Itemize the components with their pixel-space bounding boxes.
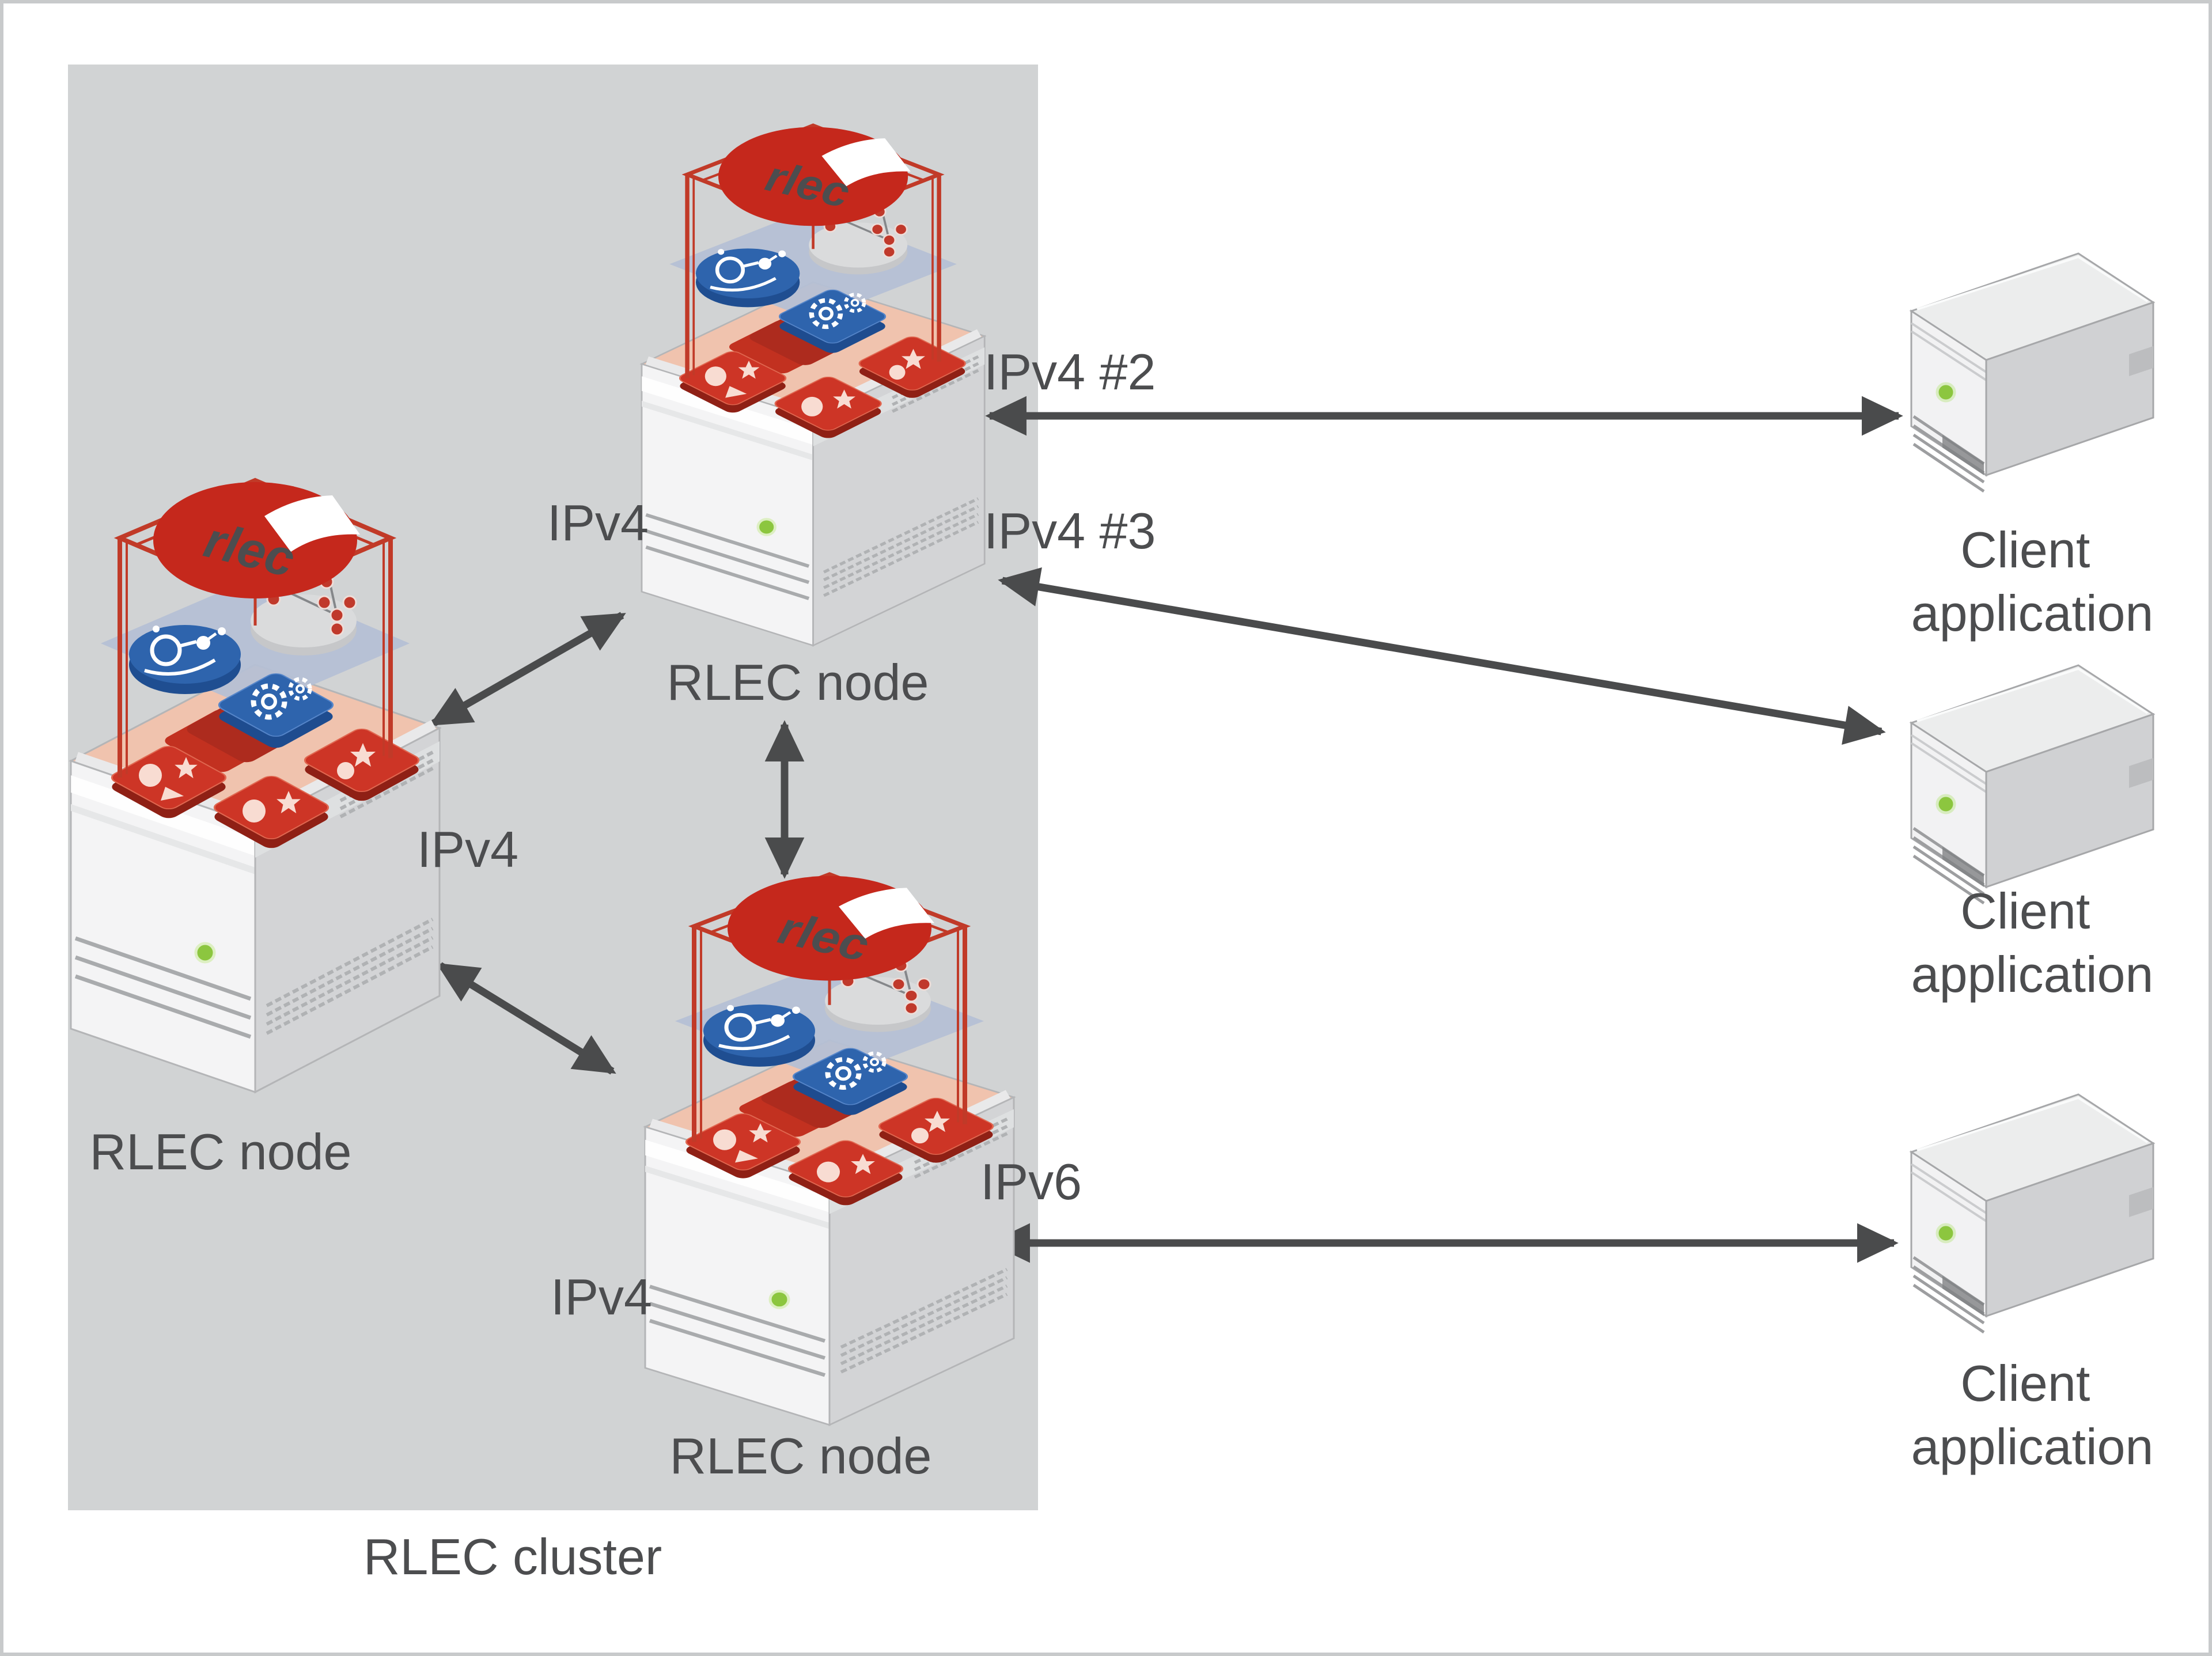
rlec-node-bottom-label: RLEC node [670,1427,932,1484]
client-bottom-label-line1: Client [1960,1355,2090,1412]
client-top-label-line1: Client [1960,521,2090,578]
client-middle-label-line2: application [1911,946,2154,1003]
ipv4-label-top-node: IPv4 [547,494,649,551]
ipv4-label-bottom-node: IPv4 [551,1268,652,1325]
arrow-ipv4-3-to-client-middle [998,567,1886,745]
arrow-left-node-to-bottom-node [436,962,616,1075]
rlec-node-left-label: RLEC node [90,1123,352,1180]
client-bottom-label: Client application [1911,1355,2154,1475]
rlec-node-top-label: RLEC node [667,654,929,711]
ipv4-3-label: IPv4 #3 [984,502,1156,559]
connections [429,396,1903,1263]
rlec-node-left [71,480,440,1092]
rlec-node-bottom-middle [645,874,1014,1425]
ipv4-2-label: IPv4 #2 [984,343,1156,400]
client-top-label: Client application [1911,521,2154,642]
client-middle-label: Client application [1911,882,2154,1003]
ipv6-label: IPv6 [980,1153,1082,1210]
rlec-node-top-middle [642,126,984,646]
client-middle-label-line1: Client [1960,882,2090,939]
client-top-label-line2: application [1911,585,2154,642]
rlec-cluster-label: RLEC cluster [363,1528,662,1585]
client-bottom-label-line2: application [1911,1418,2154,1475]
arrow-left-node-to-top-node [429,612,626,727]
ipv4-label-left-node: IPv4 [417,821,518,878]
